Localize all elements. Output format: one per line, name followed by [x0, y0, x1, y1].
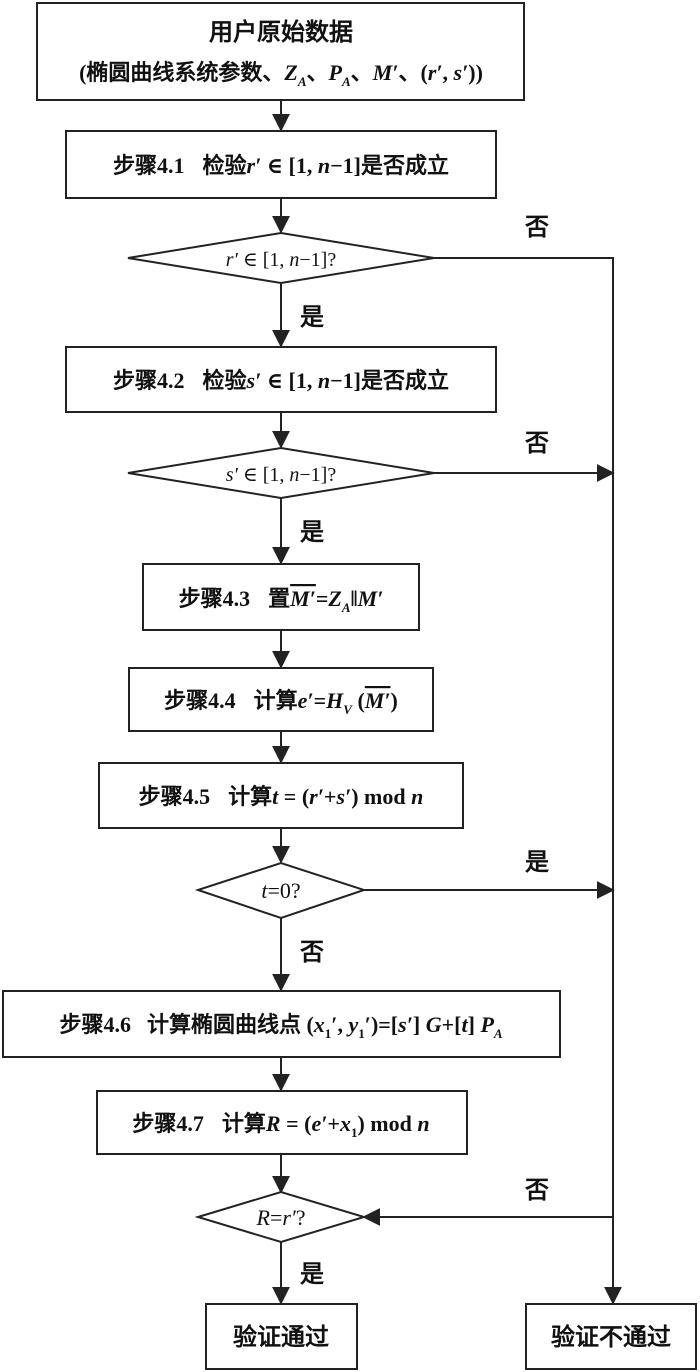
start-param-p: P — [328, 60, 343, 85]
outcome-pass: 验证通过 — [205, 1303, 358, 1370]
step-4-3-box — [142, 563, 420, 631]
step-4-1-box — [65, 130, 497, 199]
step-4-6-label: 步骤4.6 — [59, 1012, 131, 1037]
decision-r-range-text: r′ ∈ [1, n−1]? — [226, 249, 337, 271]
decision-t-zero: t=0? — [194, 861, 368, 920]
start-param-p-sub: A — [341, 74, 351, 89]
start-close: )) — [468, 60, 483, 85]
decision-r-range-shape — [127, 231, 435, 285]
start-param-z: Z — [283, 60, 297, 85]
outcome-fail-box — [525, 1303, 697, 1370]
start-sep-1: 、 — [307, 60, 329, 85]
decision-t-zero-text: t=0? — [261, 878, 300, 903]
connectors — [272, 100, 622, 1305]
decision-s-range: s′ ∈ [1, n−1]? — [127, 446, 435, 500]
step-4-4-box — [128, 667, 434, 732]
outcome-pass-label: 验证通过 — [233, 1323, 329, 1351]
start-box: 用户原始数据 (椭圆曲线系统参数、ZA、PA、M′、(r′, s′)) — [36, 2, 525, 101]
step-4-6-box — [2, 990, 561, 1058]
m-bar: M′ — [289, 586, 316, 611]
step-4-5-label: 步骤4.5 — [139, 784, 211, 809]
decision-r-range: r′ ∈ [1, n−1]? — [127, 231, 435, 285]
outcome-fail: 验证不通过 — [525, 1303, 697, 1370]
branch-label-d3-no: 否 — [299, 940, 324, 966]
decision-r-equals: R=r′? — [194, 1190, 368, 1244]
step-4-4-label: 步骤4.4 — [164, 688, 236, 713]
start-param-r: r′ — [428, 60, 443, 85]
decision-r-equals-shape — [194, 1190, 368, 1244]
outcome-pass-box — [205, 1303, 358, 1370]
step-4-3-label: 步骤4.3 — [179, 586, 251, 611]
branch-label-d1-yes: 是 — [300, 305, 324, 331]
step-4-1-label: 步骤4.1 — [113, 153, 185, 178]
start-sep-4: , — [443, 60, 454, 85]
outcome-fail-label: 验证不通过 — [551, 1323, 671, 1351]
start-sep-2: 、 — [351, 60, 373, 85]
step-4-7-label: 步骤4.7 — [132, 1111, 204, 1136]
step-4-2-label: 步骤4.2 — [113, 368, 185, 393]
decision-s-range-shape — [127, 446, 435, 500]
start-param-s: s′ — [453, 60, 469, 85]
start-params: (椭圆曲线系统参数、ZA、PA、M′、(r′, s′)) — [79, 60, 483, 89]
start-params-prefix: (椭圆曲线系统参数、 — [79, 60, 284, 85]
branch-label-d4-no: 否 — [524, 1178, 549, 1204]
start-param-m: M′ — [372, 60, 399, 85]
branch-label-d4-yes: 是 — [300, 1262, 324, 1288]
start-box-border — [36, 2, 525, 101]
branch-label-d2-no: 否 — [524, 431, 549, 457]
branch-label-d1-no: 否 — [524, 215, 549, 241]
step-4-5-box — [98, 762, 464, 829]
decision-s-range-text: s′ ∈ [1, n−1]? — [226, 464, 337, 486]
decision-t-zero-shape — [194, 861, 368, 920]
decision-r-equals-text: R=r′? — [255, 1205, 305, 1230]
line-d1-no-to-fail — [433, 257, 622, 1305]
branch-labels: 否 是 否 是 是 否 否 是 — [299, 215, 549, 1288]
start-sep-3: 、( — [398, 60, 427, 85]
m-bar: M′ — [364, 688, 391, 713]
start-title: 用户原始数据 — [209, 18, 353, 46]
branch-label-d2-yes: 是 — [300, 520, 324, 546]
branch-label-d3-yes: 是 — [525, 850, 549, 876]
step-4-7-box — [96, 1090, 468, 1155]
step-4-2-box — [65, 346, 497, 413]
start-param-z-sub: A — [297, 74, 307, 89]
